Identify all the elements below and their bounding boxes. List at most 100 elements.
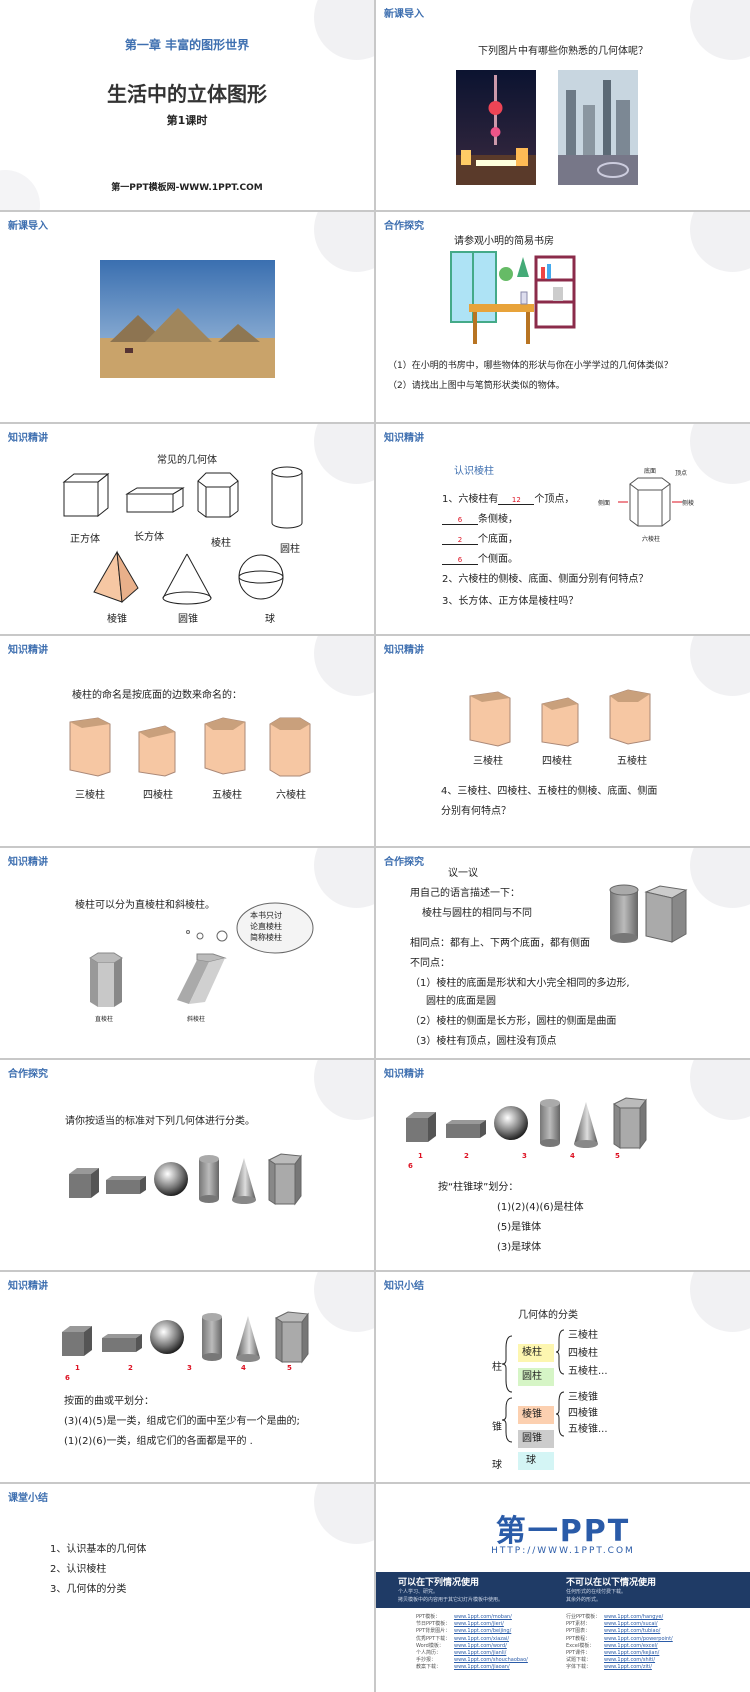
link-label: 试题下载： [566, 1657, 592, 1664]
label-cylinder: 圆柱 [280, 544, 300, 555]
link-row[interactable]: 字体下载： www.1ppt.com/ziti/ [566, 1664, 736, 1671]
cannot-1: 任何形式的在线付费下载。 [566, 1589, 627, 1595]
label-right-prism: 直棱柱 [95, 1016, 114, 1023]
solid-cube [406, 1112, 436, 1142]
slide-7-prism-naming[interactable]: 知识精讲 棱柱的命名是按底面的边数来命名的： 三棱柱 四棱柱 五棱柱 六棱柱 [0, 636, 374, 846]
rule-2: (5)是锥体 [497, 1222, 542, 1233]
solid-pentagonal-prism [275, 1311, 309, 1364]
link-url[interactable]: www.1ppt.com/xiazai/ [454, 1635, 510, 1642]
lesson-label: 第1课时 [166, 114, 208, 127]
triangular-prism [469, 691, 511, 747]
slide-3-pyramids[interactable]: 新课导入 [0, 212, 374, 422]
link-url[interactable]: www.1ppt.com/ziti/ [604, 1664, 652, 1671]
label-pentagonal: 五棱柱 [617, 756, 647, 767]
right-prism-figure [89, 952, 123, 1007]
cone-figure [162, 553, 212, 605]
slide-header: 知识精讲 [384, 433, 424, 444]
discuss-title: 议一议 [448, 868, 478, 879]
brand-url[interactable]: HTTP://WWW.1PPT.COM [491, 1546, 635, 1556]
num-6: 6 [65, 1374, 70, 1382]
num-2: 2 [464, 1152, 469, 1160]
link-url[interactable]: www.1ppt.com/jianli/ [454, 1650, 507, 1657]
link-url[interactable]: www.1ppt.com/shouchaobao/ [454, 1657, 528, 1664]
slide-12-classify-type[interactable]: 知识精讲 1 2 3 5 4 6 按“柱锥球”划分： (1)(2)(4)(6)是… [376, 1060, 750, 1270]
label-face: 侧面 [598, 500, 611, 507]
slide-4-study-room[interactable]: 合作探究 请参观小明的简易书房 （1）在小明的书房中，哪些物体的形状与你在小学学… [376, 212, 750, 422]
label-pentagonal: 五棱柱 [212, 790, 242, 801]
link-row[interactable]: 优秀PPT下载：www.1ppt.com/xiazai/ [416, 1636, 566, 1643]
link-row[interactable]: 行业PPT模板：www.1ppt.com/hangye/ [566, 1614, 736, 1621]
leaf-cone: 圆锥 [518, 1430, 554, 1448]
link-row[interactable]: PPT教程：www.1ppt.com/powerpoint/ [566, 1636, 736, 1643]
slide-5-common-solids[interactable]: 知识精讲 常见的几何体 正方体 长方体 棱柱 圆柱 棱锥 圆锥 球 [0, 424, 374, 634]
label-cone: 圆锥 [178, 614, 198, 625]
link-url[interactable]: www.1ppt.com/word/ [454, 1642, 507, 1649]
link-url[interactable]: www.1ppt.com/excel/ [604, 1642, 658, 1649]
link-row[interactable]: 个人简历：www.1ppt.com/jianli/ [416, 1650, 566, 1657]
slide-8-prism-features[interactable]: 知识精讲 三棱柱 四棱柱 五棱柱 4、三棱柱、四棱柱、五棱柱的侧棱、底面、侧面 … [376, 636, 750, 846]
slide-2-intro[interactable]: 新课导入 下列图片中有哪些你熟悉的几何体呢？ [376, 0, 750, 210]
link-url[interactable]: www.1ppt.com/sucai/ [604, 1621, 658, 1628]
pyramid-kind-3: 五棱锥... [568, 1424, 608, 1435]
chapter-title: 第一章 丰富的图形世界 [124, 38, 250, 52]
slide-16-ad[interactable]: 第一PPT HTTP://WWW.1PPT.COM 可以在下列情况使用 个人学习… [376, 1484, 750, 1692]
cannot-2: 其余外的形式。 [566, 1597, 602, 1603]
slide-header: 新课导入 [8, 221, 48, 232]
link-row[interactable]: 手抄报：www.1ppt.com/shouchaobao/ [416, 1657, 566, 1664]
slide-1-title[interactable]: 第一章 丰富的图形世界 生活中的立体图形 第1课时 第一PPT模板网-WWW.1… [0, 0, 374, 210]
slide-15-class-summary[interactable]: 课堂小结 1、认识基本的几何体 2、认识棱柱 3、几何体的分类 [0, 1484, 374, 1692]
slide-10-discuss[interactable]: 合作探究 议一议 用自己的语言描述一下： 棱柱与圆柱的相同与不同 相同点：都有上… [376, 848, 750, 1058]
pyramid-kind-2: 四棱锥 [568, 1408, 598, 1419]
link-label: 字体下载： [566, 1664, 592, 1671]
quadrangular-prism [541, 697, 579, 747]
link-url[interactable]: www.1ppt.com/hangye/ [604, 1614, 664, 1620]
solid-cylinder [540, 1099, 560, 1147]
num-4: 4 [570, 1152, 575, 1160]
link-row[interactable]: 节日PPT模板：www.1ppt.com/jieri/ [416, 1621, 566, 1628]
link-row[interactable]: PPT模板：www.1ppt.com/moban/ [416, 1614, 566, 1621]
slide-13-classify-face[interactable]: 知识精讲 1 2 3 4 5 6 按面的曲或平划分： (3)(4)(5)是一类，… [0, 1272, 374, 1482]
link-row[interactable]: PPT课件：www.1ppt.com/kejian/ [566, 1650, 736, 1657]
link-url[interactable]: www.1ppt.com/jiaoan/ [454, 1664, 510, 1671]
link-url[interactable]: www.1ppt.com/powerpoint/ [604, 1635, 673, 1642]
label-quadrangular: 四棱柱 [143, 790, 173, 801]
prism-kind-3: 五棱柱... [568, 1366, 608, 1377]
cat-sphere: 球 [492, 1460, 502, 1471]
cylinder-figure [271, 466, 303, 529]
link-row[interactable]: Excel模板：www.1ppt.com/excel/ [566, 1643, 736, 1650]
solids-row [404, 1096, 704, 1156]
link-url[interactable]: www.1ppt.com/beijing/ [454, 1628, 512, 1635]
link-row[interactable]: PPT素材： www.1ppt.com/sucai/ [566, 1621, 736, 1628]
rule-1: (1)(2)(4)(6)是柱体 [497, 1202, 584, 1213]
link-row[interactable]: Word模板：www.1ppt.com/word/ [416, 1643, 566, 1650]
num-3: 3 [187, 1364, 192, 1372]
link-url[interactable]: www.1ppt.com/kejian/ [604, 1650, 660, 1657]
rule-2: (1)(2)(6)一类，组成它们的各面都是平的 . [64, 1436, 253, 1447]
link-url[interactable]: www.1ppt.com/moban/ [454, 1614, 512, 1620]
naming-text: 棱柱的命名是按底面的边数来命名的： [72, 690, 242, 701]
link-url[interactable]: www.1ppt.com/tubiao/ [604, 1628, 661, 1635]
link-row[interactable]: 教案下载：www.1ppt.com/jiaoan/ [416, 1664, 566, 1671]
question-line-2: 分别有何特点？ [441, 806, 511, 817]
oblique-prism-figure [177, 953, 227, 1004]
link-label: PPT素材： [566, 1621, 591, 1628]
link-row[interactable]: PPT背景图片：www.1ppt.com/beijing/ [416, 1628, 566, 1635]
link-url[interactable]: www.1ppt.com/jieri/ [454, 1621, 504, 1628]
solid-pentagonal-prism [268, 1153, 302, 1206]
slide-9-prism-types[interactable]: 知识精讲 棱柱可以分为直棱柱和斜棱柱。 本书只讨论直棱柱简称棱柱 直棱柱 斜棱柱 [0, 848, 374, 1058]
solid-cylinder [202, 1313, 222, 1361]
slide-11-classify[interactable]: 合作探究 请你按适当的标准对下列几何体进行分类。 [0, 1060, 374, 1270]
slide-14-summary-tree[interactable]: 知识小结 几何体的分类 柱 锥 球 棱柱 圆柱 棱锥 圆锥 球 三棱柱 四棱柱 … [376, 1272, 750, 1482]
link-row[interactable]: PPT图表：www.1ppt.com/tubiao/ [566, 1628, 736, 1635]
label-prism: 棱柱 [211, 538, 231, 549]
link-url[interactable]: www.1ppt.com/shiti/ [604, 1657, 656, 1664]
slide-header: 知识精讲 [8, 857, 48, 868]
num-6: 6 [408, 1162, 413, 1170]
solid-cuboid [106, 1176, 146, 1194]
label-base: 底面 [644, 468, 657, 475]
tower-photo [456, 70, 536, 185]
link-row[interactable]: 试题下载： www.1ppt.com/shiti/ [566, 1657, 736, 1664]
city-photo [558, 70, 638, 185]
